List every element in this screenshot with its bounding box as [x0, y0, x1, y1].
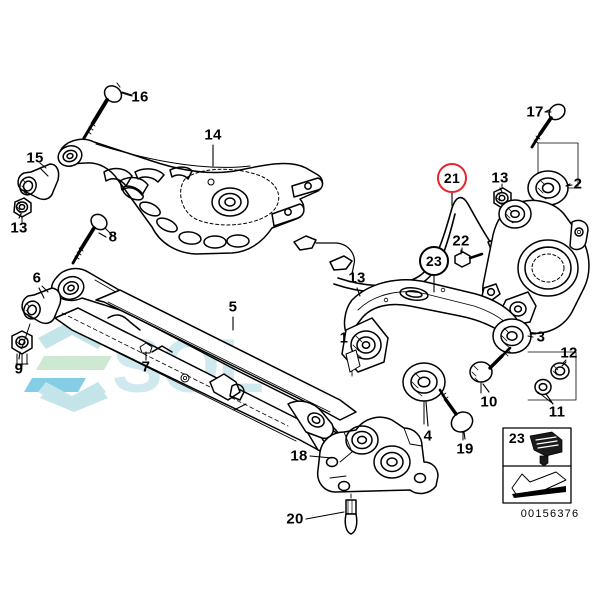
callout-4[interactable]: 4: [423, 427, 433, 445]
callout-18[interactable]: 18: [290, 447, 308, 465]
callout-11[interactable]: 11: [548, 403, 566, 421]
callout-13-right[interactable]: 13: [491, 169, 509, 187]
callout-23-main[interactable]: 23: [419, 246, 449, 276]
callout-23-inset[interactable]: 23: [508, 430, 526, 446]
part-16-bolt: [82, 82, 133, 140]
callout-16[interactable]: 16: [131, 88, 149, 106]
diagram-part-number: 00156376: [520, 508, 580, 520]
part-2-bushing: [527, 170, 573, 206]
part-1-wheel-carrier: [481, 199, 590, 334]
callout-8[interactable]: 8: [108, 228, 118, 246]
part-13-nut-left: [13, 197, 32, 223]
part-6-bushing: [21, 285, 62, 325]
part-lower-control-arm: [341, 279, 521, 377]
part-8-bolt: [71, 213, 113, 265]
callout-9[interactable]: 9: [14, 360, 24, 378]
part-17-bolt: [530, 103, 579, 189]
part-10-bolt: [469, 346, 512, 394]
callout-10[interactable]: 10: [480, 393, 498, 411]
callout-15[interactable]: 15: [26, 149, 44, 167]
part-18-mount-bracket: [316, 416, 439, 495]
callout-1[interactable]: 1: [339, 329, 349, 347]
callout-6[interactable]: 6: [32, 269, 42, 287]
part-14-upper-control-arm: [57, 138, 324, 255]
part-15-bushing: [17, 162, 60, 201]
part-4-bushing: [402, 362, 446, 425]
part-12-washer: [550, 359, 570, 380]
part-22-fastener: [454, 247, 484, 268]
callout-5[interactable]: 5: [228, 298, 238, 316]
callout-13-center[interactable]: 13: [348, 269, 366, 287]
callout-13-left[interactable]: 13: [10, 219, 28, 237]
part-11-washer: [527, 351, 577, 404]
part-20-stud: [344, 493, 358, 535]
watermark-chevrons: [24, 320, 112, 412]
inset-legend-box: [502, 427, 572, 504]
callout-19[interactable]: 19: [456, 440, 474, 458]
part-9-fastener: [11, 323, 33, 367]
part-3-bushing: [492, 318, 537, 354]
callout-3[interactable]: 3: [536, 328, 546, 346]
callout-14[interactable]: 14: [204, 126, 222, 144]
callout-21-highlighted[interactable]: 21: [437, 163, 467, 193]
leader-lines: [18, 92, 571, 520]
callout-17[interactable]: 17: [526, 103, 544, 121]
callout-2[interactable]: 2: [573, 175, 583, 193]
callout-22[interactable]: 22: [452, 232, 470, 250]
callout-7[interactable]: 7: [141, 358, 151, 376]
part-19-bolt: [438, 388, 474, 441]
callout-12[interactable]: 12: [560, 344, 578, 362]
callout-20[interactable]: 20: [286, 510, 304, 528]
